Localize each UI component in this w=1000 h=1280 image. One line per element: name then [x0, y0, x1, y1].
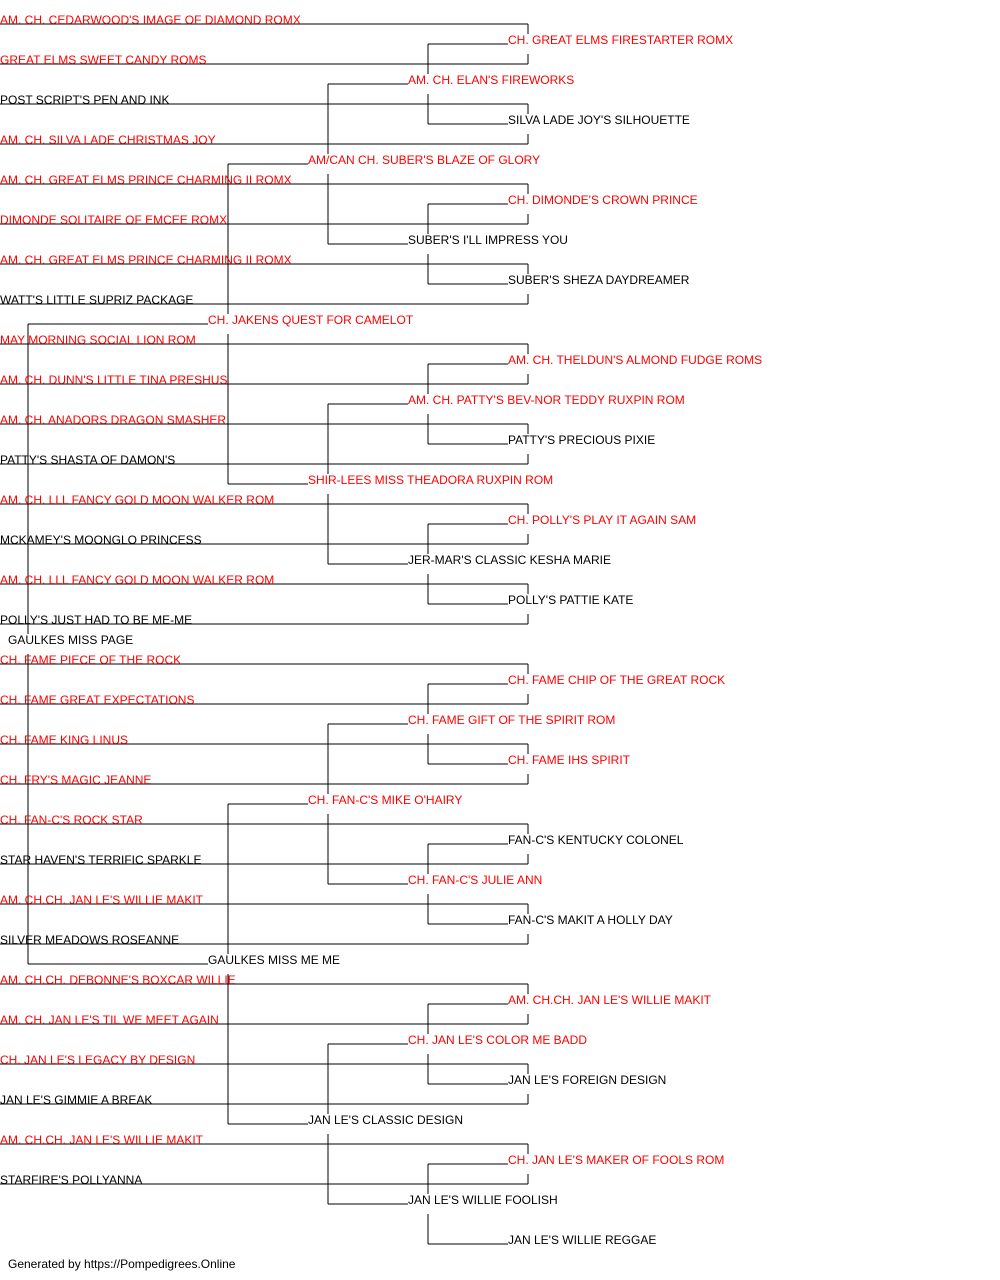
- ancestor-gen5-name: CH. FRY'S MAGIC JEANNE: [0, 773, 151, 787]
- ancestor-gen5-name: CH. JAN LE'S LEGACY BY DESIGN: [0, 1053, 195, 1067]
- ancestor-gen5-name: AM. CH. GREAT ELMS PRINCE CHARMING II RO…: [0, 253, 292, 267]
- ancestor-gen4-name: SUBER'S SHEZA DAYDREAMER: [508, 273, 690, 287]
- ancestor-gen1-name: GAULKES MISS ME ME: [208, 953, 340, 967]
- ancestor-gen2-name: AM/CAN CH. SUBER'S BLAZE OF GLORY: [308, 153, 540, 167]
- ancestor-gen4-name: JAN LE'S FOREIGN DESIGN: [508, 1073, 666, 1087]
- ancestor-gen5-name: AM. CH. LLL FANCY GOLD MOON WALKER ROM: [0, 493, 274, 507]
- ancestor-gen2-name: CH. FAN-C'S MIKE O'HAIRY: [308, 793, 462, 807]
- ancestor-gen4-name: FAN-C'S MAKIT A HOLLY DAY: [508, 913, 673, 927]
- ancestor-gen5-name: AM. CH. SILVA LADE CHRISTMAS JOY: [0, 133, 216, 147]
- ancestor-gen4-name: CH. FAME CHIP OF THE GREAT ROCK: [508, 673, 725, 687]
- ancestor-gen3-name: JER-MAR'S CLASSIC KESHA MARIE: [408, 553, 611, 567]
- ancestor-gen5-name: AM. CH.CH. DEBONNE'S BOXCAR WILLIE: [0, 973, 236, 987]
- pedigree-labels: GAULKES MISS PAGE CH. JAKENS QUEST FOR CA…: [0, 13, 762, 1247]
- ancestor-gen5-name: WATT'S LITTLE SUPRIZ PACKAGE: [0, 293, 193, 307]
- subject-name: GAULKES MISS PAGE: [8, 633, 133, 647]
- ancestor-gen5-name: AM. CH.CH. JAN LE'S WILLIE MAKIT: [0, 893, 204, 907]
- ancestor-gen5-name: AM. CH. DUNN'S LITTLE TINA PRESHUS: [0, 373, 227, 387]
- ancestor-gen4-name: CH. GREAT ELMS FIRESTARTER ROMX: [508, 33, 733, 47]
- ancestor-gen5-name: AM. CH. ANADORS DRAGON SMASHER: [0, 413, 226, 427]
- ancestor-gen5-name: DIMONDE SOLITAIRE OF EMCEE ROMX: [0, 213, 227, 227]
- ancestor-gen2-name: JAN LE'S CLASSIC DESIGN: [308, 1113, 463, 1127]
- ancestor-gen5-name: CH. FAME GREAT EXPECTATIONS: [0, 693, 194, 707]
- ancestor-gen4-name: CH. DIMONDE'S CROWN PRINCE: [508, 193, 698, 207]
- ancestor-gen3-name: CH. JAN LE'S COLOR ME BADD: [408, 1033, 587, 1047]
- ancestor-gen5-name: CH. FAME PIECE OF THE ROCK: [0, 653, 181, 667]
- ancestor-gen4-name: CH. JAN LE'S MAKER OF FOOLS ROM: [508, 1153, 724, 1167]
- generator-footer: Generated by https://Pompedigrees.Online: [8, 1257, 236, 1271]
- ancestor-gen5-name: STAR HAVEN'S TERRIFIC SPARKLE: [0, 853, 201, 867]
- ancestor-gen5-name: MAY MORNING SOCIAL LION ROM: [0, 333, 196, 347]
- ancestor-gen4-name: POLLY'S PATTIE KATE: [508, 593, 633, 607]
- ancestor-gen4-name: CH. POLLY'S PLAY IT AGAIN SAM: [508, 513, 696, 527]
- ancestor-gen4-name: CH. FAME IHS SPIRIT: [508, 753, 631, 767]
- ancestor-gen5-name: MCKAMEY'S MOONGLO PRINCESS: [0, 533, 202, 547]
- ancestor-gen5-name: POST SCRIPT'S PEN AND INK: [0, 93, 169, 107]
- ancestor-gen4-name: SILVA LADE JOY'S SILHOUETTE: [508, 113, 690, 127]
- ancestor-gen4-name: JAN LE'S WILLIE REGGAE: [508, 1233, 656, 1247]
- ancestor-gen5-name: STARFIRE'S POLLYANNA: [0, 1173, 142, 1187]
- ancestor-gen4-name: PATTY'S PRECIOUS PIXIE: [508, 433, 655, 447]
- ancestor-gen3-name: CH. FAN-C'S JULIE ANN: [408, 873, 542, 887]
- ancestor-gen3-name: CH. FAME GIFT OF THE SPIRIT ROM: [408, 713, 615, 727]
- ancestor-gen5-name: PATTY'S SHASTA OF DAMON'S: [0, 453, 175, 467]
- ancestor-gen3-name: AM. CH. PATTY'S BEV-NOR TEDDY RUXPIN ROM: [408, 393, 685, 407]
- ancestor-gen3-name: AM. CH. ELAN'S FIREWORKS: [408, 73, 574, 87]
- ancestor-gen4-name: FAN-C'S KENTUCKY COLONEL: [508, 833, 684, 847]
- ancestor-gen3-name: SUBER'S I'LL IMPRESS YOU: [408, 233, 568, 247]
- ancestor-gen5-name: POLLY'S JUST HAD TO BE ME-ME: [0, 613, 192, 627]
- ancestor-gen3-name: JAN LE'S WILLIE FOOLISH: [408, 1193, 558, 1207]
- ancestor-gen4-name: AM. CH.CH. JAN LE'S WILLIE MAKIT: [508, 993, 712, 1007]
- connector-lines: [0, 23, 529, 1245]
- ancestor-gen2-name: SHIR-LEES MISS THEADORA RUXPIN ROM: [308, 473, 553, 487]
- ancestor-gen5-name: AM. CH. JAN LE'S TIL WE MEET AGAIN: [0, 1013, 219, 1027]
- ancestor-gen5-name: AM. CH.CH. JAN LE'S WILLIE MAKIT: [0, 1133, 204, 1147]
- ancestor-gen5-name: JAN LE'S GIMMIE A BREAK: [0, 1093, 152, 1107]
- ancestor-gen1-name: CH. JAKENS QUEST FOR CAMELOT: [208, 313, 414, 327]
- ancestor-gen4-name: AM. CH. THELDUN'S ALMOND FUDGE ROMS: [508, 353, 762, 367]
- ancestor-gen5-name: AM. CH. LLL FANCY GOLD MOON WALKER ROM: [0, 573, 274, 587]
- ancestor-gen5-name: AM. CH. GREAT ELMS PRINCE CHARMING II RO…: [0, 173, 292, 187]
- ancestor-gen5-name: AM. CH. CEDARWOOD'S IMAGE OF DIAMOND ROM…: [0, 13, 301, 27]
- ancestor-gen5-name: CH. FAN-C'S ROCK STAR: [0, 813, 143, 827]
- ancestor-gen5-name: SILVER MEADOWS ROSEANNE: [0, 933, 179, 947]
- ancestor-gen5-name: GREAT ELMS SWEET CANDY ROMS: [0, 53, 206, 67]
- ancestor-gen5-name: CH. FAME KING LINUS: [0, 733, 128, 747]
